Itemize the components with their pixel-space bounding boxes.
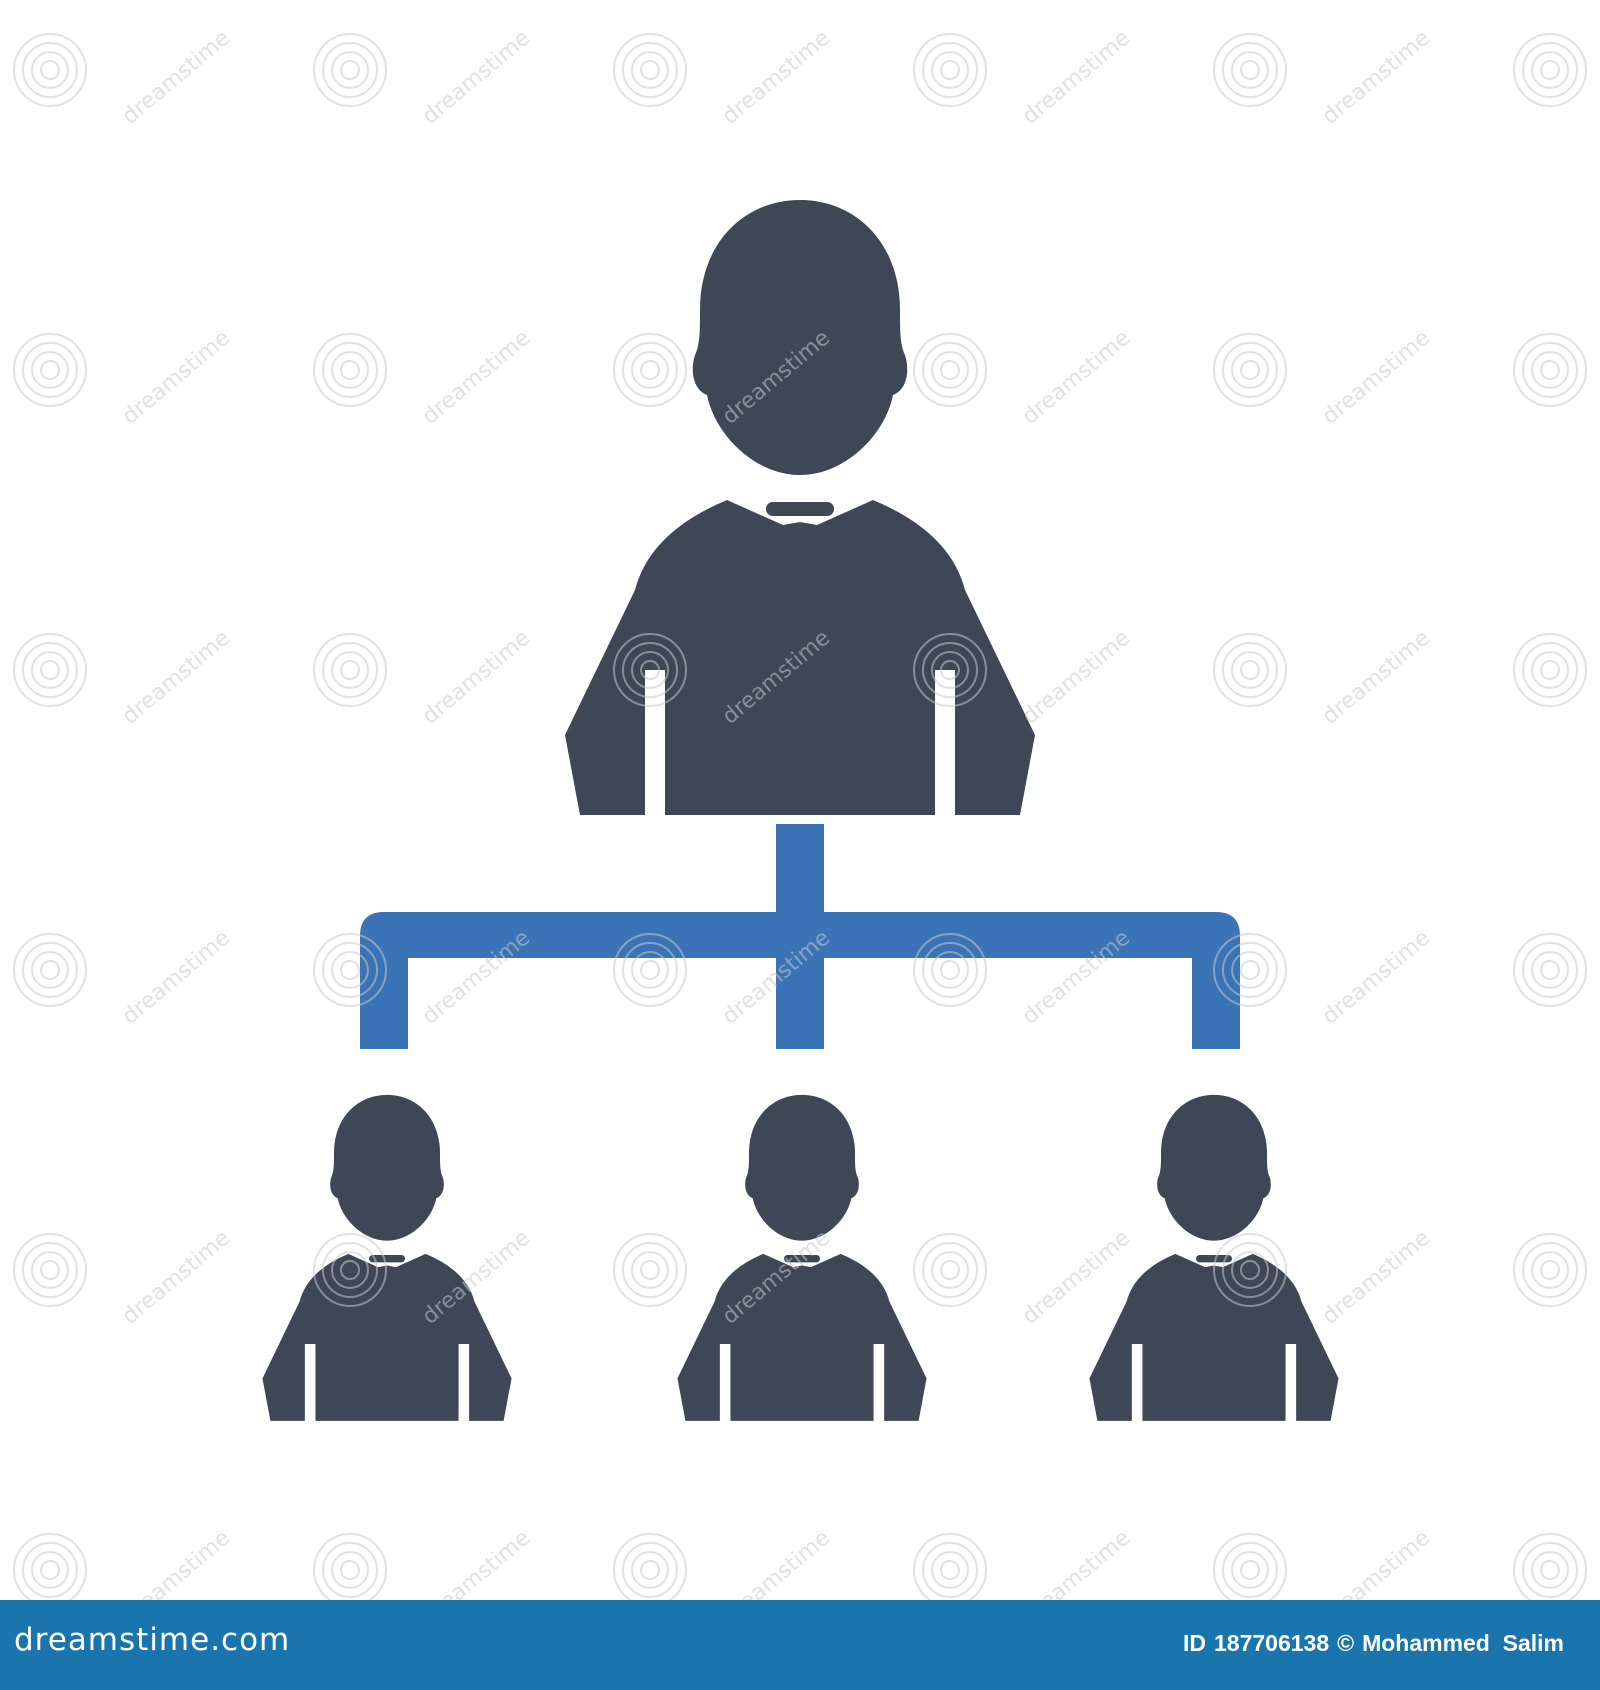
team-member-person-icon-left — [262, 1094, 512, 1421]
dreamstime-logo[interactable]: dreamstime.com — [14, 1622, 291, 1658]
image-credit: ID 187706138 © Mohammed Salim — [1183, 1630, 1572, 1657]
org-chart-illustration — [262, 200, 1339, 1421]
org-chart-connector — [360, 824, 1240, 1049]
top-manager-person-icon — [565, 200, 1035, 815]
image-id-label: ID — [1182, 1630, 1206, 1656]
footer-bar: dreamstime.com ID 187706138 © Mohammed Sali… — [0, 1600, 1600, 1690]
author-name: Mohammed Salim — [1362, 1630, 1564, 1656]
image-id-number: 187706138 — [1213, 1630, 1330, 1656]
team-member-person-icon-right — [1089, 1094, 1339, 1421]
team-member-person-icon-center — [677, 1094, 927, 1421]
copyright-symbol: © — [1337, 1630, 1355, 1656]
